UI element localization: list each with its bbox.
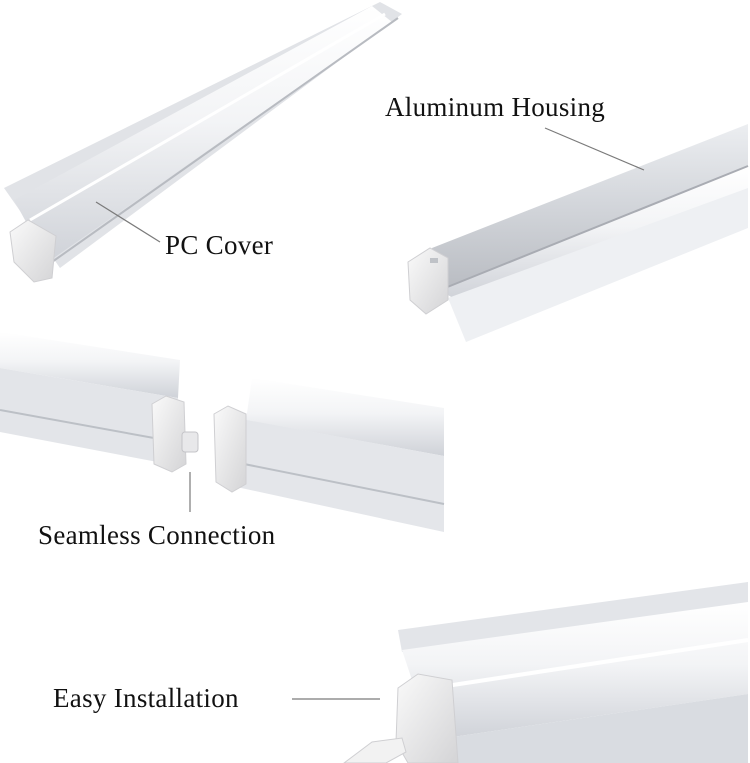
aluminum-housing-label: Aluminum Housing	[385, 92, 606, 122]
aluminum-housing-leader-line	[544, 127, 645, 171]
housing-groove	[233, 461, 445, 505]
aluminum-housing	[432, 124, 748, 290]
pc-cover-label: PC Cover	[165, 230, 274, 260]
diffuser-highlight	[29, 12, 386, 222]
power-cord	[343, 737, 407, 763]
seamless-connection-label: Seamless Connection	[38, 520, 276, 550]
diffuser-cover	[440, 166, 748, 300]
fixture-connection-right	[213, 378, 445, 532]
aluminum-housing	[0, 368, 178, 464]
housing-edge	[51, 17, 399, 263]
fixture-aluminum-housing	[407, 124, 749, 342]
aluminum-housing	[432, 694, 748, 763]
diffuser-cover	[0, 332, 180, 398]
connector-pin	[181, 431, 199, 453]
fixture-pc-cover	[4, 2, 402, 283]
housing-edge	[439, 165, 749, 291]
end-cap-slot	[430, 258, 438, 263]
reflector-wing	[448, 188, 748, 342]
end-cap	[407, 247, 449, 315]
diffuser-cover	[402, 602, 748, 740]
end-cap	[9, 219, 57, 283]
diffuser-cover	[246, 378, 444, 456]
housing-groove	[0, 409, 166, 441]
pc-cover-leader-line	[95, 201, 161, 243]
fixture-easy-installation	[343, 582, 749, 763]
diffuser-cover	[14, 6, 392, 262]
fixture-connection-left	[0, 332, 199, 473]
aluminum-housing	[232, 418, 444, 532]
end-cap	[151, 395, 187, 473]
diffuser-highlight	[419, 638, 749, 692]
reflector-wing	[398, 582, 748, 652]
end-cap	[213, 405, 247, 493]
easy-installation-label: Easy Installation	[53, 683, 239, 713]
